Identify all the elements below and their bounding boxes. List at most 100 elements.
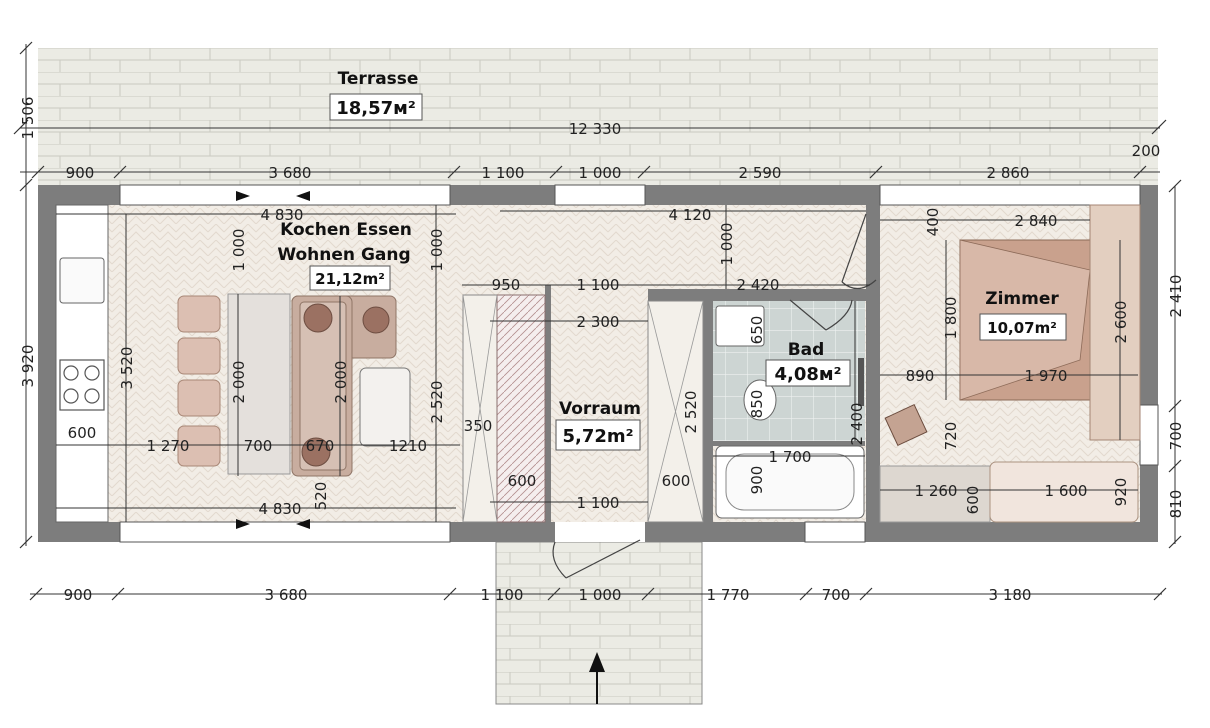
dim-right-700: 700 — [1167, 422, 1185, 451]
entry-door-opening — [555, 522, 645, 542]
dim-bot-1000: 1 000 — [579, 586, 622, 604]
dim-bath-900: 900 — [748, 466, 766, 495]
dim-top-1100: 1 100 — [482, 164, 525, 182]
dim-bed-1260: 1 260 — [915, 482, 958, 500]
dimension-texts: 12 330 200 900 3 680 1 100 1 000 2 590 2… — [64, 120, 1161, 604]
dim-living-4830-top: 4 830 — [261, 206, 304, 224]
chair-icon — [884, 403, 928, 447]
dim-end-200: 200 — [1132, 142, 1161, 160]
dim-living-2000a: 2 000 — [230, 361, 248, 404]
dim-living-1270: 1 270 — [147, 437, 190, 455]
bedroom-area-label: 10,07m² — [987, 319, 1057, 337]
dim-bed-720: 720 — [942, 422, 960, 451]
dim-living-700: 700 — [244, 437, 273, 455]
dim-hall-1100b: 1 100 — [577, 494, 620, 512]
dim-living-2000b: 2 000 — [332, 361, 350, 404]
bath-sink — [715, 305, 765, 347]
dim-hall-1100: 1 100 — [577, 276, 620, 294]
bar-stools — [177, 295, 221, 467]
dim-bed-890: 890 — [906, 367, 935, 385]
cabinet-cross — [462, 294, 704, 523]
windows-bottom — [119, 521, 866, 543]
dim-bot-700: 700 — [822, 586, 851, 604]
dim-bath-1700: 1 700 — [769, 448, 812, 466]
dim-living-1000b: 1 000 — [428, 229, 446, 272]
towel-rail — [858, 358, 864, 406]
dim-bed-2600: 2 600 — [1112, 301, 1130, 344]
wall-bedroom — [866, 205, 880, 522]
living-area-label: 21,12m² — [315, 270, 385, 288]
bedroom-desk — [879, 465, 991, 523]
dim-top-900: 900 — [66, 164, 95, 182]
entrance-steps — [495, 541, 703, 705]
dim-living-600: 600 — [68, 424, 97, 442]
bedroom-wardrobe — [1089, 204, 1141, 441]
dim-bed-600: 600 — [964, 486, 982, 515]
hall-wardrobe — [496, 294, 546, 523]
bedroom-label: Zimmer — [985, 289, 1059, 309]
cooktop — [59, 359, 105, 411]
dim-living-2520: 2 520 — [428, 381, 446, 424]
dim-hall-2520: 2 520 — [682, 391, 700, 434]
window-arrow-markers — [236, 191, 310, 529]
dim-corr-1000: 1 000 — [718, 223, 736, 266]
dimension-lines — [20, 44, 1176, 595]
bath-area-label: 4,08м² — [774, 364, 841, 385]
dim-right-810: 810 — [1167, 490, 1185, 519]
dim-bed-400: 400 — [924, 208, 942, 237]
dim-bed-1600: 1 600 — [1045, 482, 1088, 500]
dim-top-total: 12 330 — [569, 120, 622, 138]
dim-living-4830-bot: 4 830 — [259, 500, 302, 518]
dim-right-2410: 2 410 — [1167, 275, 1185, 318]
dim-living-3520: 3 520 — [118, 347, 136, 390]
dim-bath-850: 850 — [748, 390, 766, 419]
dim-hall-600a: 600 — [508, 472, 537, 490]
dim-terrace-depth: 1 506 — [19, 97, 37, 140]
wall-hall-left — [545, 285, 551, 522]
dim-bath-650: 650 — [748, 316, 766, 345]
dim-top-3680: 3 680 — [269, 164, 312, 182]
dim-living-1000a: 1 000 — [230, 229, 248, 272]
dim-living-520: 520 — [312, 482, 330, 511]
terrace-area-label: 18,57м² — [336, 98, 416, 119]
dim-bed-1800: 1 800 — [942, 297, 960, 340]
wall-bath-left — [703, 301, 713, 522]
terrace-area — [38, 48, 1158, 185]
dim-top-1000: 1 000 — [579, 164, 622, 182]
bedroom-bench — [989, 461, 1139, 523]
wall-bath-top — [648, 289, 870, 301]
terrace-label: Terrasse — [338, 69, 419, 89]
coffee-table — [359, 367, 411, 447]
living-label-2: Wohnen Gang — [277, 245, 410, 265]
dim-hall-600b: 600 — [662, 472, 691, 490]
hall-label: Vorraum — [559, 399, 641, 419]
dim-bot-900: 900 — [64, 586, 93, 604]
dim-living-670: 670 — [306, 437, 335, 455]
dim-bot-3680: 3 680 — [265, 586, 308, 604]
living-label-1: Kochen Essen — [280, 220, 412, 240]
dim-bed-1970: 1 970 — [1025, 367, 1068, 385]
dim-top-2590: 2 590 — [739, 164, 782, 182]
dim-hall-350: 350 — [464, 417, 493, 435]
entrance-arrow-icon — [589, 652, 605, 704]
dim-bot-1100: 1 100 — [481, 586, 524, 604]
bedroom-door-swing — [841, 213, 877, 290]
dim-bot-3180: 3 180 — [989, 586, 1032, 604]
entry-door-swing — [552, 539, 641, 579]
toilet — [743, 379, 777, 421]
dim-hall-2300: 2 300 — [577, 313, 620, 331]
dimension-ticks — [13, 41, 1182, 601]
bath-label: Bad — [788, 340, 825, 360]
dim-bath-2420: 2 420 — [737, 276, 780, 294]
window-right — [1139, 404, 1159, 466]
windows-top — [119, 184, 1141, 206]
dim-corr-4120: 4 120 — [669, 206, 712, 224]
dim-bed-2840: 2 840 — [1015, 212, 1058, 230]
sink — [59, 257, 105, 304]
dim-top-2860: 2 860 — [987, 164, 1030, 182]
dim-hall-950: 950 — [492, 276, 521, 294]
bath-door-swing — [789, 299, 853, 331]
dim-left-3920: 3 920 — [19, 345, 37, 388]
dimension-texts-vertical: 1 506 3 920 2 410 700 810 3 520 1 000 1 … — [19, 97, 1185, 519]
